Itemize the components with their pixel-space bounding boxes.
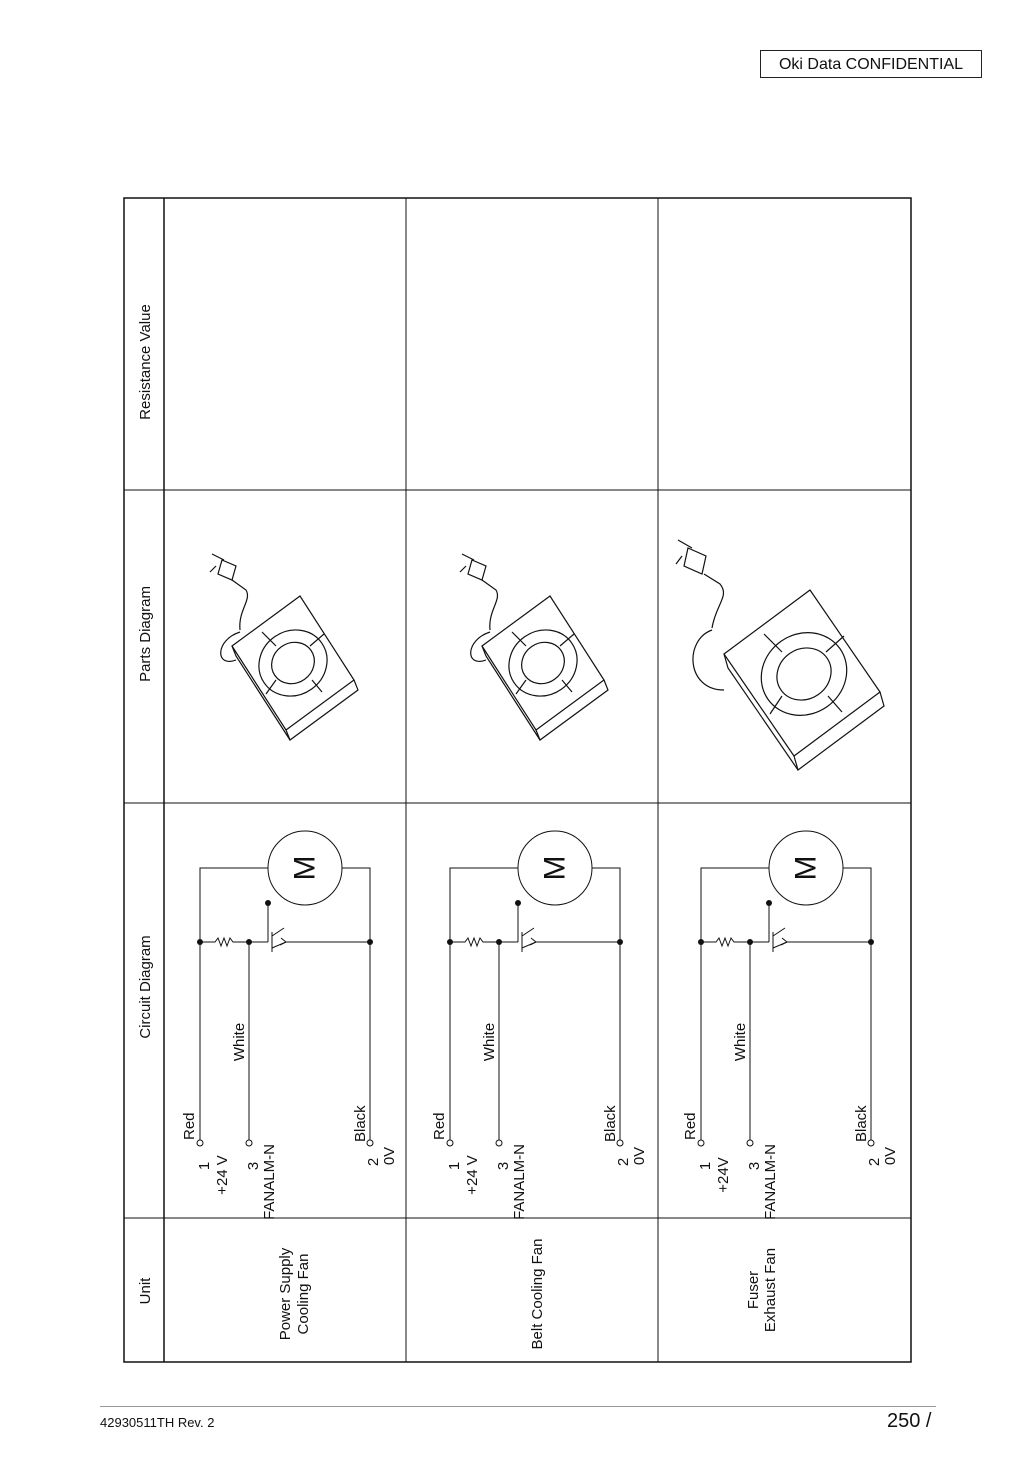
confidential-label: Oki Data CONFIDENTIAL [760,50,982,78]
pin2-voltage: 0V [882,1147,899,1165]
pin-3: 3 [495,1162,512,1170]
pin-1: 1 [697,1162,714,1170]
pin-2: 2 [365,1158,382,1166]
pin3-signal: FANALM-N [511,1144,528,1220]
wire-color-white: White [481,1023,498,1061]
pin1-voltage: +24 V [214,1155,231,1195]
wire-color-black: Black [853,1105,870,1142]
document-id: 42930511TH Rev. 2 [100,1415,215,1430]
wire-color-red: Red [431,1112,448,1140]
pin1-voltage: +24 V [464,1155,481,1195]
header-circuit: Circuit Diagram [137,935,154,1038]
pin3-signal: FANALM-N [261,1144,278,1220]
header-parts: Parts Diagram [137,586,154,682]
pin1-voltage: +24V [715,1157,732,1192]
fan-illustration [459,553,609,741]
pin-3: 3 [746,1162,763,1170]
fan-illustration [675,539,885,771]
pin-2: 2 [866,1158,883,1166]
junction-dot [246,939,252,945]
pin-1: 1 [196,1162,213,1170]
wire-color-white: White [732,1023,749,1061]
table-border [123,197,912,1363]
junction-dot [197,939,203,945]
junction-dot [617,939,623,945]
junction-dot [367,939,373,945]
row-power-supply-fan: Power Supply Cooling Fan M Red 1 +24 V 3… [181,553,398,1340]
pin2-voltage: 0V [631,1147,648,1165]
wire-color-black: Black [602,1105,619,1142]
junction-dot [496,939,502,945]
fan-illustration [209,553,359,741]
header-unit: Unit [137,1277,154,1305]
junction-dot [747,939,753,945]
unit-label-line1: Belt Cooling Fan [529,1239,546,1350]
pin3-signal: FANALM-N [762,1144,779,1220]
pin-1: 1 [446,1162,463,1170]
motor-symbol: M [790,856,823,881]
footer-rule [100,1406,936,1407]
motor-symbol: M [539,856,572,881]
wire-color-white: White [231,1023,248,1061]
junction-dot [447,939,453,945]
junction-dot [265,900,271,906]
unit-label-line2: Exhaust Fan [762,1248,779,1332]
pin-2: 2 [615,1158,632,1166]
junction-dot [698,939,704,945]
circuit-diagram [697,830,875,1147]
unit-label-line1: Power Supply [277,1247,294,1340]
circuit-diagram [446,830,624,1147]
wire-color-red: Red [181,1112,198,1140]
row-belt-cooling-fan: Belt Cooling Fan M Red 1 +24 V 3 FANALM-… [431,553,648,1350]
junction-dot [515,900,521,906]
page-number: 250 / [887,1410,932,1432]
junction-dot [766,900,772,906]
row-fuser-exhaust-fan: Fuser Exhaust Fan M Red 1 +24V 3 FANALM-… [675,539,899,1332]
circuit-diagram [196,830,374,1147]
junction-dot [868,939,874,945]
wire-color-red: Red [682,1112,699,1140]
wire-color-black: Black [352,1105,369,1142]
unit-label-line1: Fuser [745,1271,762,1309]
pin2-voltage: 0V [381,1147,398,1165]
header-resistance: Resistance Value [137,304,154,420]
unit-label-line2: Cooling Fan [295,1254,312,1335]
motor-symbol: M [289,856,322,881]
pin-3: 3 [245,1162,262,1170]
